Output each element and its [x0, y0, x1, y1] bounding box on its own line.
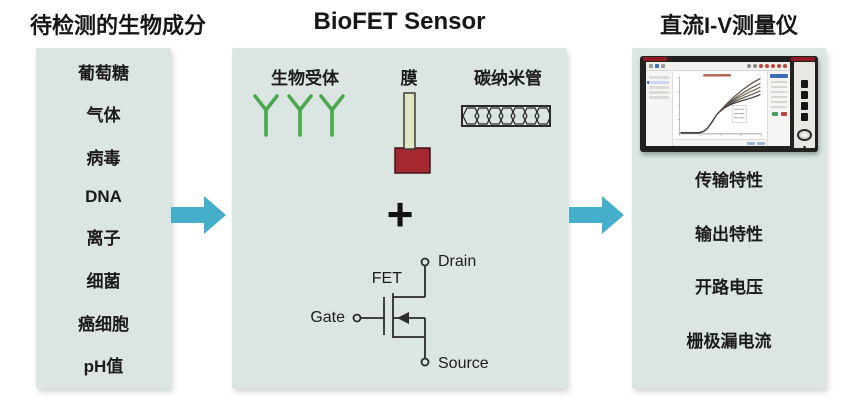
status-button [757, 141, 765, 145]
antibody-icon [253, 94, 345, 137]
analytes-panel: 葡萄糖 气体 病毒 DNA 离子 细菌 癌细胞 pH值 [36, 48, 171, 388]
toolbar-button-icon [747, 64, 751, 68]
iv-curve [680, 77, 761, 134]
gate-terminal-icon [352, 313, 362, 323]
settings-field [771, 91, 787, 93]
flow-arrow-right [569, 196, 624, 234]
instrument-accent-bar [791, 57, 815, 61]
plot-axes [679, 77, 762, 135]
flow-arrow-left [171, 196, 226, 234]
plus-sign: + [386, 188, 414, 240]
iv-curve [680, 93, 761, 134]
list-item: pH值 [83, 357, 124, 377]
screen-settings-pane [767, 71, 790, 146]
membrane-label: 膜 [400, 69, 418, 88]
knob-icon [797, 128, 812, 141]
screen-toolbar [646, 62, 790, 71]
drain-label: Drain [438, 253, 477, 270]
screen-plot-svg [678, 74, 762, 136]
source-label: Source [438, 355, 489, 372]
list-item: 癌细胞 [78, 314, 129, 334]
settings-field [771, 96, 787, 98]
screen-statusbar [673, 139, 767, 146]
membrane-icon [394, 92, 431, 174]
tree-item [649, 96, 669, 99]
plot-ticks [678, 76, 762, 136]
instrument-accent-bar [643, 57, 667, 61]
screen-plot-area [673, 71, 767, 146]
toolbar-icon [649, 64, 653, 68]
status-button [747, 141, 755, 145]
gate-label: Gate [310, 309, 345, 326]
list-item: 气体 [86, 106, 121, 126]
fet-symbol-icon [352, 257, 430, 367]
center-column-title: BioFET Sensor [313, 8, 486, 35]
stop-button-icon [780, 112, 787, 116]
run-button-icon [771, 112, 778, 116]
port-icon [801, 79, 808, 88]
carbon-nanotube-icon [461, 105, 551, 127]
fet-name-label: FET [371, 270, 402, 287]
list-item: 传输特性 [695, 171, 763, 191]
plot-legend [731, 105, 747, 124]
biofet-sensor-panel: 生物受体 膜 碳纳米管 [232, 48, 567, 388]
iv-instrument [640, 56, 818, 152]
instrument-io-strip [794, 62, 815, 148]
toolbar-button-icon [771, 64, 775, 68]
screen-sidebar [646, 71, 673, 146]
toolbar-icon [661, 64, 665, 68]
list-item: 栅极漏电流 [686, 331, 772, 351]
tree-item-selected [647, 81, 669, 84]
measurements-list: 传输特性 输出特性 开路电压 栅极漏电流 [632, 152, 826, 366]
list-item: 开路电压 [695, 278, 763, 298]
instrument-screen [646, 62, 790, 146]
power-led-icon [803, 145, 806, 148]
toolbar-button-icon [783, 64, 787, 68]
port-icon [801, 112, 808, 122]
sensor-graphics [253, 92, 551, 367]
right-column-title: 直流I-V测量仪 [659, 13, 799, 38]
list-item: 细菌 [86, 271, 121, 291]
toolbar-icon [655, 64, 659, 68]
list-item: 输出特性 [695, 224, 763, 244]
port-icon [801, 101, 808, 110]
fet-arrow-icon [397, 312, 409, 324]
list-item: DNA [85, 186, 122, 206]
toolbar-button-icon [753, 64, 757, 68]
iv-meter-panel: 传输特性 输出特性 开路电压 栅极漏电流 [632, 48, 826, 388]
settings-field [771, 101, 787, 103]
bioreceptor-label: 生物受体 [271, 69, 339, 88]
drain-terminal-icon [420, 257, 430, 267]
list-item: 离子 [86, 229, 121, 249]
analytes-list: 葡萄糖 气体 病毒 DNA 离子 细菌 癌细胞 pH值 [36, 50, 171, 386]
nanotube-label: 碳纳米管 [474, 69, 542, 88]
toolbar-button-icon [777, 64, 781, 68]
settings-field [771, 81, 787, 83]
settings-tab-icon [770, 74, 788, 78]
settings-field [771, 86, 787, 88]
left-column-title: 待检测的生物成分 [30, 13, 207, 38]
list-item: 病毒 [86, 149, 121, 169]
tree-item [649, 86, 669, 89]
toolbar-button-icon [765, 64, 769, 68]
plot-title-text [703, 74, 732, 77]
settings-field [771, 106, 787, 108]
list-item: 葡萄糖 [78, 63, 129, 83]
source-terminal-icon [420, 357, 430, 367]
iv-curve [680, 82, 761, 134]
toolbar-button-icon [759, 64, 763, 68]
tree-item [649, 76, 669, 79]
port-icon [801, 90, 808, 99]
tree-item [649, 91, 669, 94]
